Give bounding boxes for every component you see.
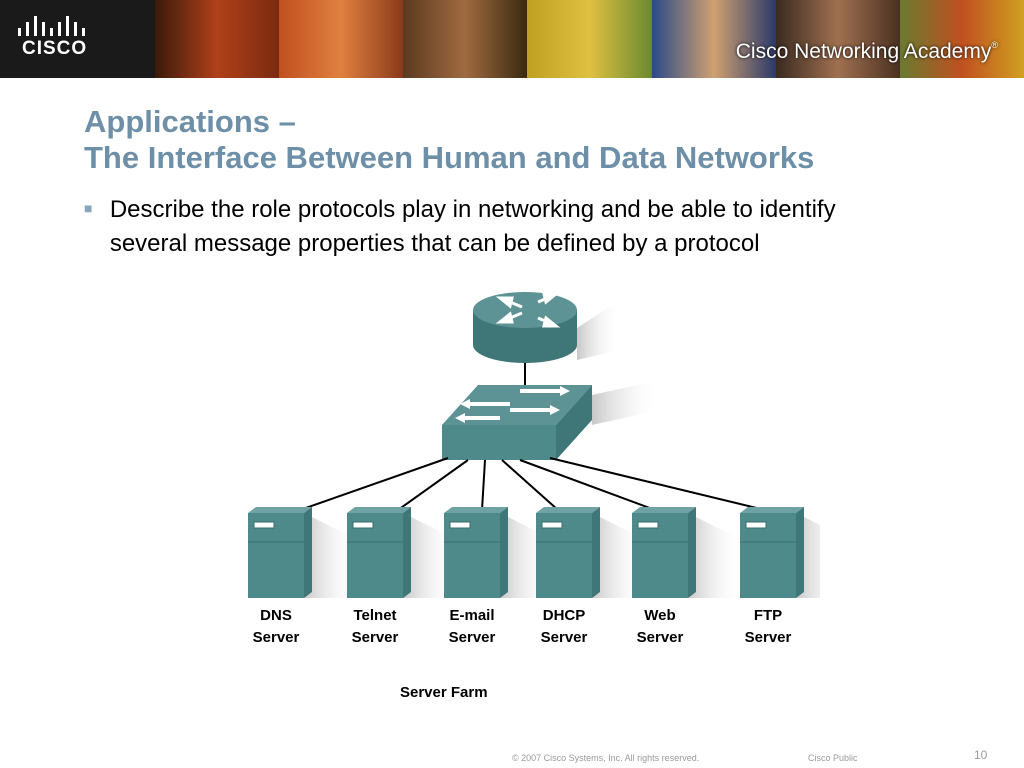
bullet-square-icon: ■ [84,200,93,216]
banner-photo [651,0,776,78]
server-label-line2: Server [448,629,496,646]
banner-photo [155,0,280,78]
page-number: 10 [974,748,988,762]
cisco-wordmark: CISCO [22,38,88,59]
server-label-line1: FTP [753,607,783,624]
server-icon [740,507,850,598]
banner-photo [403,0,528,78]
router-icon [473,292,620,363]
server-label-line2: Server [636,629,684,646]
network-cables [299,457,766,511]
banner-photo [899,0,1024,78]
diagram-svg [248,292,850,598]
banner-photo [775,0,900,78]
server-label-line2: Server [540,629,588,646]
banner-photo [527,0,652,78]
server-icon [248,507,358,598]
server-icon [632,507,742,598]
title-line-2: The Interface Between Human and Data Net… [84,140,815,175]
academy-registered-mark: ® [991,40,998,50]
server-label-line1: E-mail [449,607,495,624]
footer-copyright: © 2007 Cisco Systems, Inc. All rights re… [512,753,700,763]
footer-classification: Cisco Public [808,753,858,763]
server-label: FTP Server [723,605,813,649]
server-label-line2: Server [351,629,399,646]
server-label-line2: Server [252,629,300,646]
server-icon [444,507,554,598]
server-label-line1: DHCP [542,607,586,624]
banner-photo [279,0,404,78]
server-label-line1: DNS [260,607,292,624]
server-label: DNS Server [231,605,321,649]
header-banner: CISCO Cisco Networking Academy® [0,0,1024,78]
server-icon [347,507,457,598]
slide-title: Applications – The Interface Between Hum… [84,104,814,176]
cisco-logo-icon [18,16,85,36]
server-farm-label: Server Farm [400,684,488,701]
academy-title: Cisco Networking Academy® [736,40,998,64]
server-label: DHCP Server [519,605,609,649]
banner-photo-strip [155,0,1024,78]
academy-text: Cisco Networking Academy [735,40,992,63]
server-icon [536,507,646,598]
server-label-line2: Server [744,629,792,646]
title-line-1: Applications – [84,104,296,139]
bullet-text: Describe the role protocols play in netw… [109,196,836,257]
server-group [248,507,850,598]
server-label-line1: Web [644,607,676,624]
switch-icon [442,380,660,460]
bullet-item: ■ Describe the role protocols play in ne… [84,193,884,261]
server-label-line1: Telnet [353,607,397,624]
